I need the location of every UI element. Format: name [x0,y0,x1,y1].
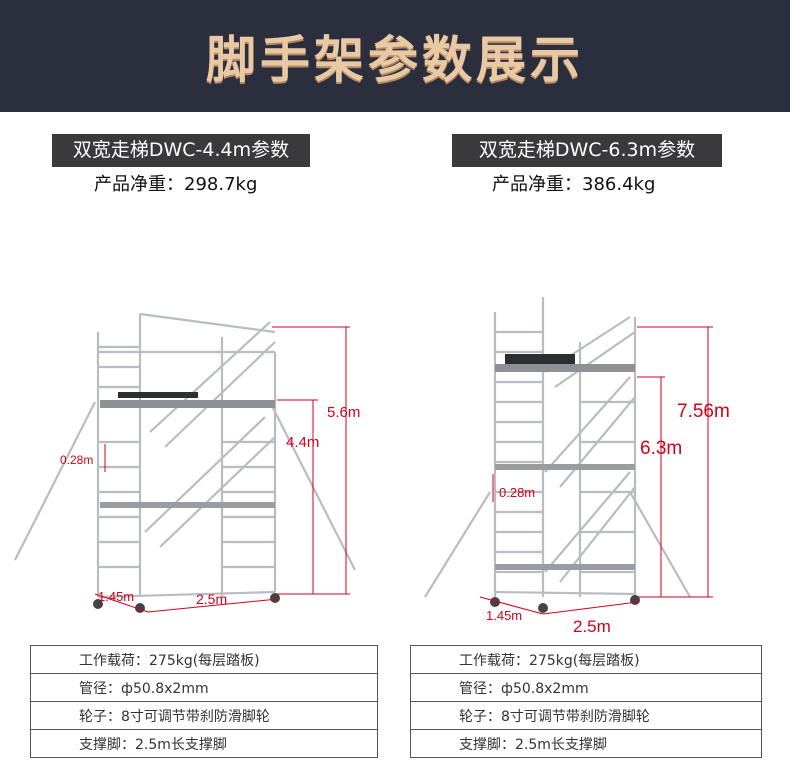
title-banner: 脚手架参数展示 [0,0,790,112]
spec-tube: 管径：ф50.8x2mm [410,673,762,702]
dim-length: 2.5m [196,591,227,607]
spec-support: 支撑脚：2.5m长支撑脚 [410,729,762,758]
dim-total-height: 7.56m [677,401,730,422]
dim-platform-height: 4.4m [286,434,319,451]
spec-row: 轮子：8寸可调节带刹防滑脚轮 [410,701,762,730]
dim-rung-gap: 0.28m [499,485,535,500]
dim-rung-gap: 0.28m [60,453,93,467]
spec-row: 轮子：8寸可调节带刹防滑脚轮 [30,701,378,730]
spec-row: 管径：ф50.8x2mm [410,673,762,702]
spec-load: 工作载荷：275kg(每层踏板) [410,645,762,674]
dim-length: 2.5m [573,617,611,636]
spec-table: 工作载荷：275kg(每层踏板) 管径：ф50.8x2mm 轮子：8寸可调节带刹… [30,645,378,758]
dim-total-height: 5.6m [327,404,360,421]
spec-tube: 管径：ф50.8x2mm [30,673,378,702]
net-weight: 产品净重：298.7kg [94,174,258,195]
spec-table: 工作载荷：275kg(每层踏板) 管径：ф50.8x2mm 轮子：8寸可调节带刹… [410,645,762,758]
page-title: 脚手架参数展示 [206,31,584,89]
spec-row: 管径：ф50.8x2mm [30,673,378,702]
spec-load: 工作载荷：275kg(每层踏板) [30,645,378,674]
scaffold-diagram: 7.56m 6.3m 0.28m 1.45m 2.5m [424,297,730,636]
spec-support: 支撑脚：2.5m长支撑脚 [30,729,378,758]
spec-row: 支撑脚：2.5m长支撑脚 [30,729,378,758]
spec-row: 工作载荷：275kg(每层踏板) [30,645,378,674]
dim-width: 1.45m [486,608,522,623]
spec-wheel: 轮子：8寸可调节带刹防滑脚轮 [30,701,378,730]
spec-row: 工作载荷：275kg(每层踏板) [410,645,762,674]
panel-dwc-6-3m: 双宽走梯DWC-6.3m参数 产品净重：386.4kg [395,112,790,769]
spec-wheel: 轮子：8寸可调节带刹防滑脚轮 [410,701,762,730]
model-tag: 双宽走梯DWC-4.4m参数 [52,134,310,167]
net-weight: 产品净重：386.4kg [492,174,656,195]
model-tag: 双宽走梯DWC-6.3m参数 [452,134,722,167]
scaffold-diagram: 5.6m 4.4m 0.28m 1.45m 2.5m [14,312,360,613]
dim-platform-height: 6.3m [640,438,682,459]
spec-row: 支撑脚：2.5m长支撑脚 [410,729,762,758]
panel-dwc-4-4m: 双宽走梯DWC-4.4m参数 产品净重：298.7kg [0,112,395,769]
dim-width: 1.45m [98,589,134,604]
